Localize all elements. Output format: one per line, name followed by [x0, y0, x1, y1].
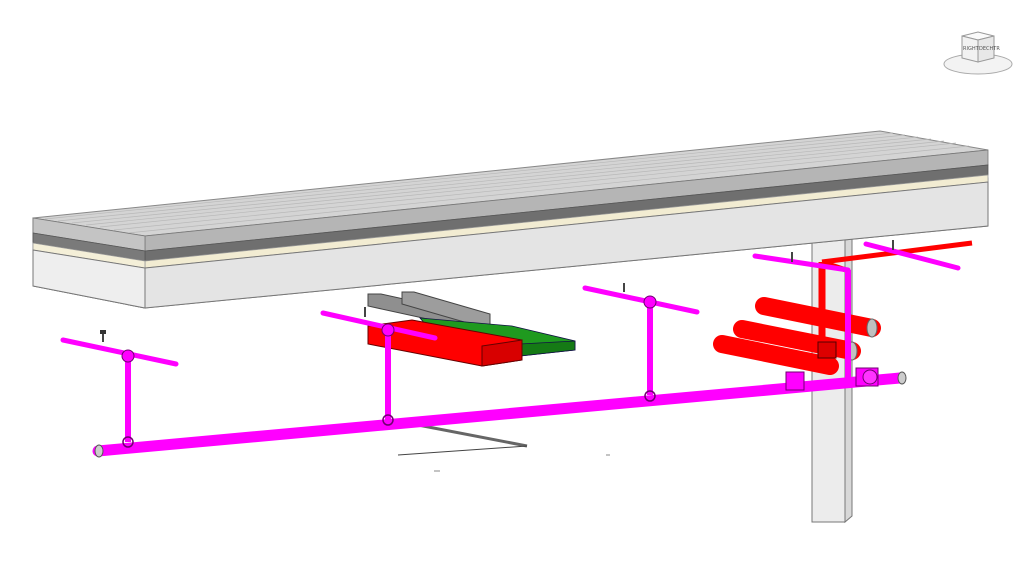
- viewcube-navigation[interactable]: RIGHT DECHTR: [940, 22, 1016, 80]
- hanger-rod[interactable]: [397, 423, 610, 472]
- viewcube-face-label-top: RIGHT: [963, 46, 980, 52]
- sprinkler-main-pipe[interactable]: [92, 371, 907, 458]
- sprinkler-branch-3[interactable]: [582, 283, 700, 395]
- fire-pipes[interactable]: [713, 240, 973, 375]
- viewcube-face-label-front: DECHTR: [979, 46, 1000, 52]
- valve-assembly[interactable]: [785, 367, 879, 391]
- concrete-slab[interactable]: [32, 130, 989, 309]
- sprinkler-branch-1[interactable]: [60, 330, 179, 442]
- viewcube-right-face[interactable]: [977, 35, 995, 63]
- sprinkler-branch-4[interactable]: [752, 240, 961, 378]
- sprinkler-branch-2[interactable]: [320, 307, 438, 420]
- pipe-couplings: [122, 390, 656, 448]
